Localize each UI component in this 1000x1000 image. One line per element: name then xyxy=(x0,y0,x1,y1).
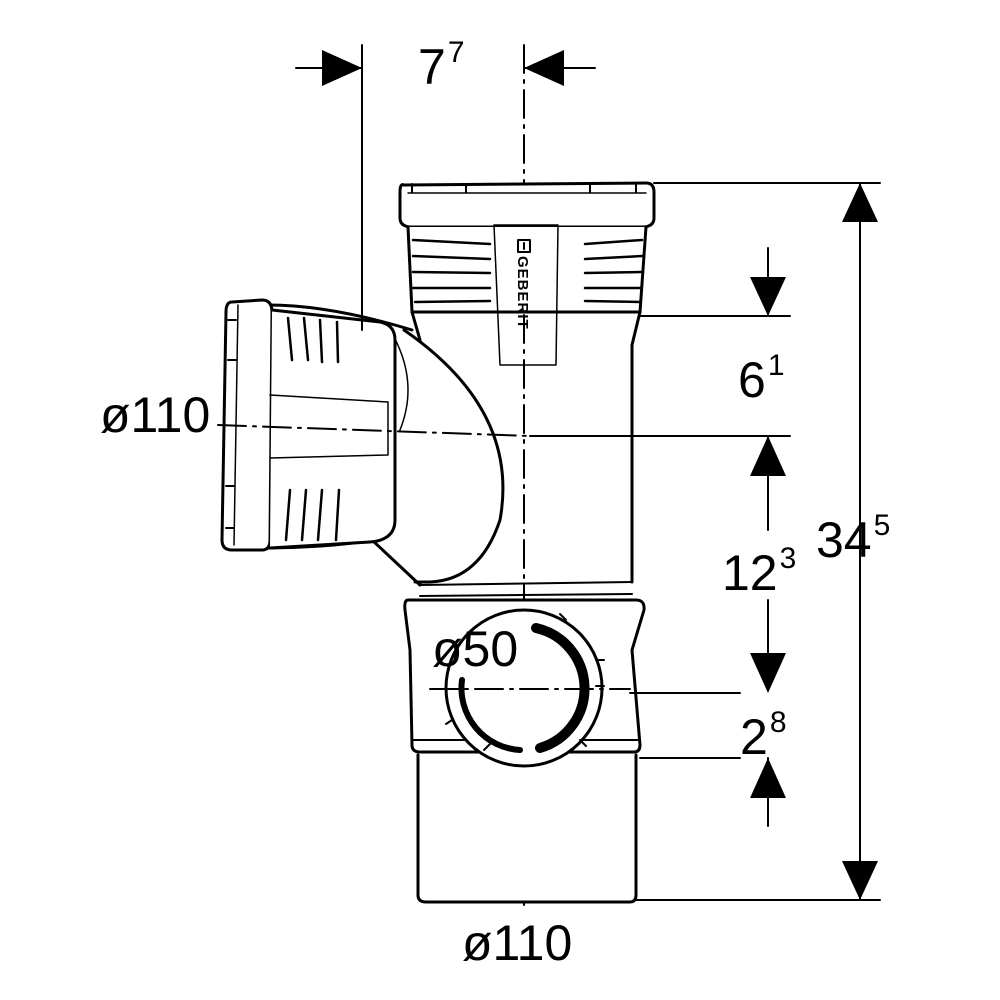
brand-logo: GEBERIT xyxy=(514,239,531,330)
dim-branch-to-port-value: 12 xyxy=(722,545,778,601)
dimension-lines xyxy=(295,44,881,901)
dim-top-offset: 77 xyxy=(418,38,465,95)
dim-port-offset-value: 2 xyxy=(740,709,768,765)
dim-overall-height-sup: 5 xyxy=(873,509,891,542)
dim-branch-diameter: ø110 xyxy=(100,387,211,443)
dim-port-offset: 28 xyxy=(740,708,787,765)
dim-overall-height-value: 34 xyxy=(816,512,872,568)
dim-top-offset-sup: 7 xyxy=(447,36,465,69)
dim-port-offset-sup: 8 xyxy=(769,706,787,739)
dim-upper-socket-sup: 1 xyxy=(767,349,785,382)
branch-centerline xyxy=(217,424,531,437)
branch-socket xyxy=(220,298,505,587)
dim-upper-socket-value: 6 xyxy=(738,352,766,408)
dim-branch-to-port: 123 xyxy=(722,544,796,601)
dim-main-diameter: ø110 xyxy=(462,915,573,971)
dimension-arrows xyxy=(322,50,878,900)
dim-overall-height: 345 xyxy=(816,511,890,568)
dim-side-port-diameter: ø50 xyxy=(432,621,519,677)
dim-branch-to-port-sup: 3 xyxy=(779,542,797,575)
dim-top-offset-value: 7 xyxy=(418,39,446,95)
dim-upper-socket: 61 xyxy=(738,351,785,408)
upper-socket xyxy=(398,181,656,366)
brand-logo-text: GEBERIT xyxy=(514,256,531,330)
